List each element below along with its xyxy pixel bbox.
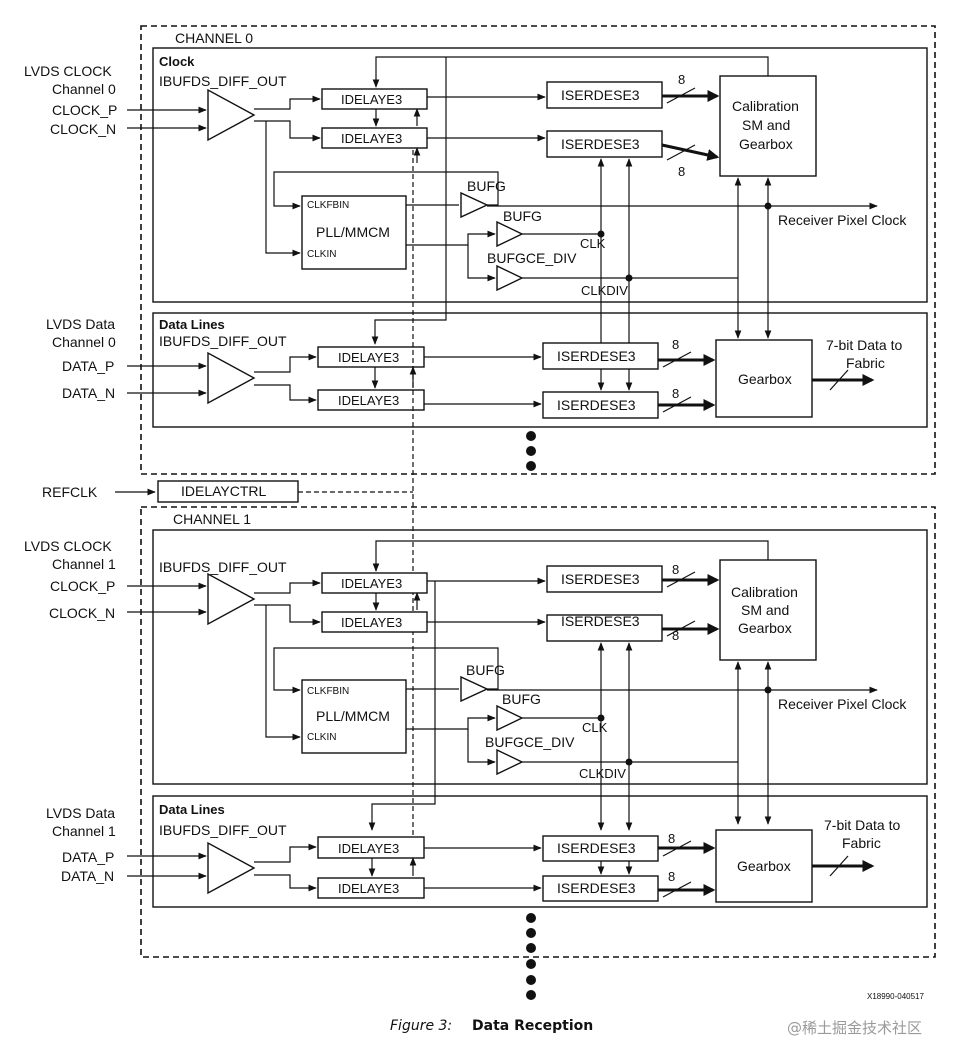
pll-label: PLL/MMCM [316, 224, 390, 240]
bufg-label: BUFG [467, 178, 506, 194]
iserdes-label: ISERDESE3 [557, 397, 636, 413]
calibration-label: SM and [742, 117, 790, 133]
data-p-label: DATA_P [62, 358, 114, 374]
bufg-label: BUFG [466, 662, 505, 678]
calibration-label: Gearbox [739, 136, 793, 152]
clkin-label: CLKIN [307, 249, 336, 260]
iserdes-label: ISERDESE3 [557, 880, 636, 896]
clkdiv-label: CLKDIV [581, 283, 628, 298]
lvds-clock-label: LVDS CLOCK [24, 538, 112, 554]
data-out-label: 7-bit Data to [826, 337, 902, 353]
bus-width-label: 8 [672, 337, 679, 352]
channel-1-boundary [140, 506, 936, 958]
figure-title: Data Reception [472, 1018, 593, 1034]
idelay-label: IDELAYE3 [338, 350, 399, 365]
figure-number: Figure 3: [390, 1018, 452, 1034]
clkin-label: CLKIN [307, 732, 336, 743]
bufgce-div-label: BUFGCE_DIV [487, 250, 577, 266]
data-section-title: Data Lines [159, 317, 225, 332]
gearbox-label: Gearbox [737, 858, 791, 874]
lvds-clock-label: LVDS CLOCK [24, 63, 112, 79]
idelay-label: IDELAYE3 [338, 393, 399, 408]
idelay-label: IDELAYE3 [341, 131, 402, 146]
clock-p-label: CLOCK_P [50, 578, 115, 594]
bus-width-label: 8 [672, 386, 679, 401]
clk-label: CLK [582, 720, 608, 735]
iserdes-label: ISERDESE3 [561, 136, 640, 152]
ibufds-label: IBUFDS_DIFF_OUT [159, 73, 287, 89]
clkfbin-label: CLKFBIN [307, 200, 349, 211]
lvds-data-label: LVDS Data [46, 316, 115, 332]
lvds-clock-channel-label: Channel 0 [52, 81, 116, 97]
bufg-label: BUFG [502, 691, 541, 707]
figure-id: X18990-040517 [867, 992, 924, 1001]
idelay-label: IDELAYE3 [338, 841, 399, 856]
ibufds-label: IBUFDS_DIFF_OUT [159, 333, 287, 349]
channel-1-title: CHANNEL 1 [173, 511, 251, 527]
data-out-label: Fabric [846, 355, 885, 371]
channel-1-data-section [152, 795, 928, 908]
iserdes-label: ISERDESE3 [557, 348, 636, 364]
lvds-clock-channel-label: Channel 1 [52, 556, 116, 572]
bus-width-label: 8 [678, 164, 685, 179]
channel-0-data-section [152, 312, 928, 428]
refclk-label: REFCLK [42, 484, 98, 500]
idelay-label: IDELAYE3 [341, 576, 402, 591]
data-n-label: DATA_N [62, 385, 115, 401]
data-section-title: Data Lines [159, 802, 225, 817]
idelay-label: IDELAYE3 [338, 881, 399, 896]
clk-label: CLK [580, 236, 606, 251]
bus-width-label: 8 [678, 72, 685, 87]
iserdes-label: ISERDESE3 [561, 571, 640, 587]
idelay-label: IDELAYE3 [341, 92, 402, 107]
gearbox-label: Gearbox [738, 371, 792, 387]
ibufds-label: IBUFDS_DIFF_OUT [159, 822, 287, 838]
pll-label: PLL/MMCM [316, 708, 390, 724]
clkfbin-label: CLKFBIN [307, 686, 349, 697]
channel-0-boundary [140, 25, 936, 475]
watermark: @稀土掘金技术社区 [787, 1019, 922, 1037]
idelay-label: IDELAYE3 [341, 615, 402, 630]
data-out-label: Fabric [842, 835, 881, 851]
receiver-pixel-clock-label: Receiver Pixel Clock [778, 696, 907, 712]
iserdes-label: ISERDESE3 [561, 613, 640, 629]
receiver-pixel-clock-label: Receiver Pixel Clock [778, 212, 907, 228]
calibration-label: Gearbox [738, 620, 792, 636]
bufg-label: BUFG [503, 208, 542, 224]
bus-width-label: 8 [668, 869, 675, 884]
data-p-label: DATA_P [62, 849, 114, 865]
data-out-label: 7-bit Data to [824, 817, 900, 833]
data-n-label: DATA_N [61, 868, 114, 884]
clock-section-title: Clock [159, 54, 195, 69]
channel-1-clock-section [152, 529, 928, 785]
bus-width-label: 8 [672, 562, 679, 577]
ibufds-label: IBUFDS_DIFF_OUT [159, 559, 287, 575]
idelayctrl-label: IDELAYCTRL [181, 483, 267, 499]
calibration-label: Calibration [732, 98, 799, 114]
iserdes-label: ISERDESE3 [561, 87, 640, 103]
channel-0-title: CHANNEL 0 [175, 30, 253, 46]
clkdiv-label: CLKDIV [579, 766, 626, 781]
lvds-data-channel-label: Channel 1 [52, 823, 116, 839]
bus-width-label: 8 [672, 628, 679, 643]
clock-n-label: CLOCK_N [50, 121, 116, 137]
iserdes-label: ISERDESE3 [557, 840, 636, 856]
calibration-label: Calibration [731, 584, 798, 600]
lvds-data-label: LVDS Data [46, 805, 115, 821]
clock-n-label: CLOCK_N [49, 605, 115, 621]
channel-0-clock-section [152, 47, 928, 303]
clock-p-label: CLOCK_P [52, 102, 117, 118]
bus-width-label: 8 [668, 831, 675, 846]
calibration-label: SM and [741, 602, 789, 618]
bufgce-div-label: BUFGCE_DIV [485, 734, 575, 750]
lvds-data-channel-label: Channel 0 [52, 334, 116, 350]
